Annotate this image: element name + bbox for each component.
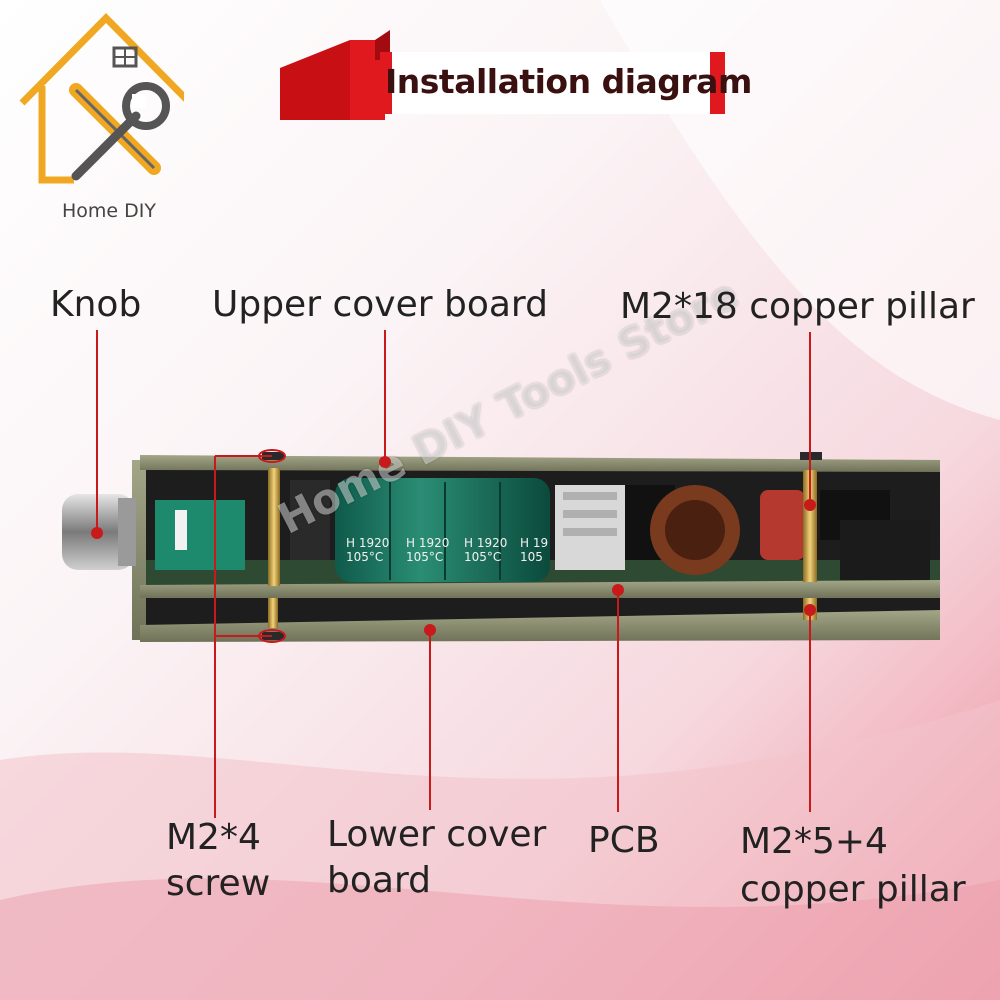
- m2-18-copper-pillar: [803, 470, 817, 582]
- label-pcb: PCB: [588, 820, 660, 861]
- label-knob: Knob: [50, 284, 142, 325]
- copper-pillar-left: [268, 468, 280, 586]
- house-tools-icon: [19, 13, 193, 184]
- pcb-edge: [140, 580, 940, 598]
- label-m2-4-screw: M2*4 screw: [166, 817, 271, 904]
- logo-text: Home DIY: [62, 200, 156, 222]
- label-upper-cover-board: Upper cover board: [212, 284, 548, 325]
- title-banner: [280, 30, 725, 120]
- home-diy-logo: Home DIY: [14, 8, 193, 222]
- label-m2-5-4-copper-pillar: M2*5+4 copper pillar: [740, 821, 966, 910]
- upper-cover-board: [140, 455, 940, 472]
- m2-5-4-copper-pillar: [803, 598, 817, 620]
- amplifier-board-assembly: [62, 452, 940, 642]
- label-lower-cover-board: Lower cover board: [327, 814, 547, 901]
- lower-cover-board: [140, 610, 940, 642]
- label-m2-18-copper-pillar: M2*18 copper pillar: [620, 286, 975, 327]
- page-title: Installation diagram: [385, 62, 752, 101]
- volume-knob: [62, 494, 136, 570]
